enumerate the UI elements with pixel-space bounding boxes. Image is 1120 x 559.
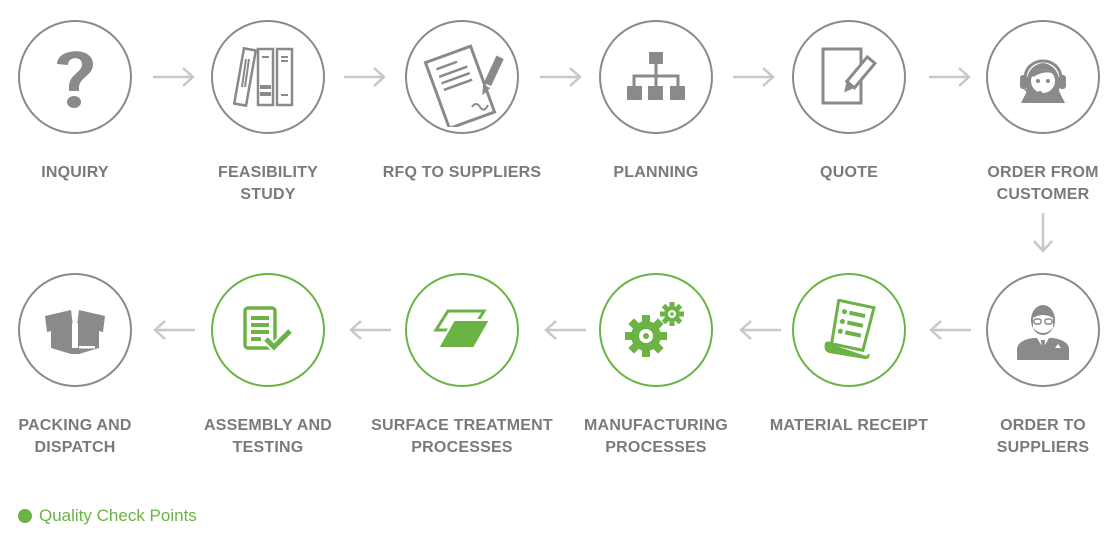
legend-dot-icon [18,509,32,523]
step-label: QUOTE [749,162,949,184]
customer-support-icon [1020,59,1066,103]
label-line: TESTING [232,439,304,456]
label-line: ASSEMBLY AND [203,417,333,434]
label-line: PROCESSES [411,439,513,456]
arrow-left-icon [544,320,586,340]
label-line: PLANNING [613,164,699,181]
step-circle [986,20,1100,134]
arrow-left-icon [739,320,781,340]
step-label: ASSEMBLY AND TESTING [168,415,368,459]
step-label: PACKING AND DISPATCH [0,415,175,459]
checklist-icon [243,306,294,354]
layers-icon [433,309,492,349]
arrow-left-icon [153,320,195,340]
arrow-right-icon [733,67,775,87]
step-circle [18,20,132,134]
step-circle [792,273,906,387]
arrow-right-icon [344,67,386,87]
label-line: ORDER TO [1000,417,1086,434]
arrow-right-icon [929,67,971,87]
gears-icon [625,302,684,357]
arrow-left-icon [349,320,391,340]
legend-label: Quality Check Points [39,506,197,525]
step-label: INQUIRY [0,162,175,184]
step-label: PLANNING [556,162,756,184]
arrow-left-icon [929,320,971,340]
step-circle [18,273,132,387]
org-chart-icon [627,52,685,100]
label-line: STUDY [240,186,296,203]
question-mark-icon [57,51,93,108]
legend: Quality Check Points [18,506,197,526]
step-label: ORDER TO SUPPLIERS [943,415,1120,459]
label-line: DISPATCH [34,439,116,456]
label-line: QUOTE [820,164,878,181]
step-label: MATERIAL RECEIPT [749,415,949,437]
step-circle [405,273,519,387]
step-circle [211,273,325,387]
label-line: FEASIBILITY [218,164,318,181]
label-line: CUSTOMER [996,186,1090,203]
contract-signing-icon [423,44,504,127]
step-circle [211,20,325,134]
label-line: INQUIRY [41,164,109,181]
label-line: MATERIAL RECEIPT [769,417,929,434]
businessman-icon [1017,305,1069,360]
arrow-right-icon [540,67,582,87]
step-label: RFQ TO SUPPLIERS [362,162,562,184]
label-line: SUPPLIERS [996,439,1090,456]
label-line: ORDER FROM [987,164,1099,181]
step-label: SURFACE TREATMENT PROCESSES [362,415,562,459]
label-line: SURFACE TREATMENT [371,417,553,434]
label-line: RFQ TO SUPPLIERS [382,164,542,181]
label-line: PROCESSES [605,439,707,456]
label-line: MANUFACTURING [584,417,728,434]
step-label: ORDER FROM CUSTOMER [943,162,1120,206]
step-circle [986,273,1100,387]
step-circle [405,20,519,134]
edit-document-icon [821,47,878,105]
binders-icon [233,46,294,108]
step-label: MANUFACTURING PROCESSES [556,415,756,459]
step-circle [792,20,906,134]
step-circle [599,273,713,387]
open-box-icon [45,310,105,354]
arrow-down-icon [1033,213,1053,253]
receipt-list-icon [824,299,876,359]
label-line: PACKING AND [18,417,132,434]
step-label: FEASIBILITY STUDY [168,162,368,206]
arrow-right-icon [153,67,195,87]
step-circle [599,20,713,134]
